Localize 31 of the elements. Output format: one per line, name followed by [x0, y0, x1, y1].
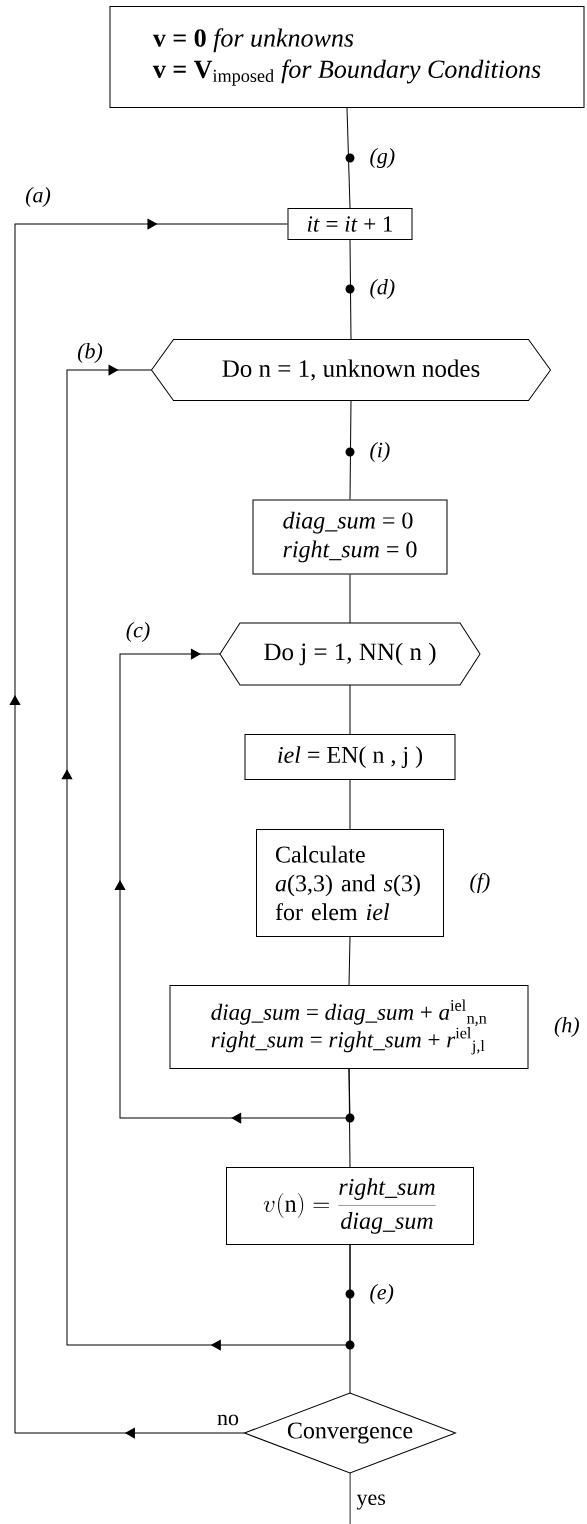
loop-hexagon: Do j = 1, NN( n )	[219, 622, 481, 686]
process-box: iel = EN( n , j )	[244, 734, 456, 780]
flow-line	[349, 1472, 351, 1524]
point-label: (b)	[77, 343, 103, 363]
loop-hexagon: Do n = 1, unknown nodes	[151, 339, 551, 401]
process-box: it = it + 1	[287, 208, 413, 240]
loop-arrow	[114, 648, 351, 1124]
flow-line	[349, 779, 351, 830]
point-label: (e)	[370, 1284, 394, 1304]
loop-arrow	[9, 218, 288, 1439]
flow-line	[348, 936, 351, 986]
flow-line	[349, 400, 352, 500]
process-box: $v(\mathrm{n}) = \frac{\mathit{right\_sum}}{\mathit{diag\_sum}}$	[226, 1167, 474, 1245]
step-label: (h)	[554, 1017, 579, 1037]
process-box: diag_sum = 0 right_sum = 0	[252, 499, 448, 575]
flow-line	[349, 239, 352, 340]
flow-line	[346, 107, 351, 209]
flow-line	[349, 574, 351, 624]
point-label: (a)	[25, 187, 51, 207]
point-label: (i)	[370, 442, 390, 462]
process-box: v = 0 for unknowns v = V$_{imposed}$ for Boundary Conditions	[109, 6, 585, 108]
step-label: (f)	[470, 872, 490, 894]
loop-arrow	[61, 364, 351, 1351]
edge-label: no	[216, 1413, 240, 1427]
point-label: (c)	[126, 622, 150, 642]
point-label: (g)	[370, 148, 395, 168]
flow-line	[349, 684, 351, 735]
process-box: Calculate a(3,3) and s(3) for elem iel	[256, 829, 444, 937]
point-label: (d)	[370, 279, 395, 299]
edge-label: yes	[355, 1493, 387, 1511]
process-box: diag_sum = diag_sum + a$^{iel}$n,n right_sum = right_sum + r$^{iel}$j,l	[169, 985, 529, 1069]
